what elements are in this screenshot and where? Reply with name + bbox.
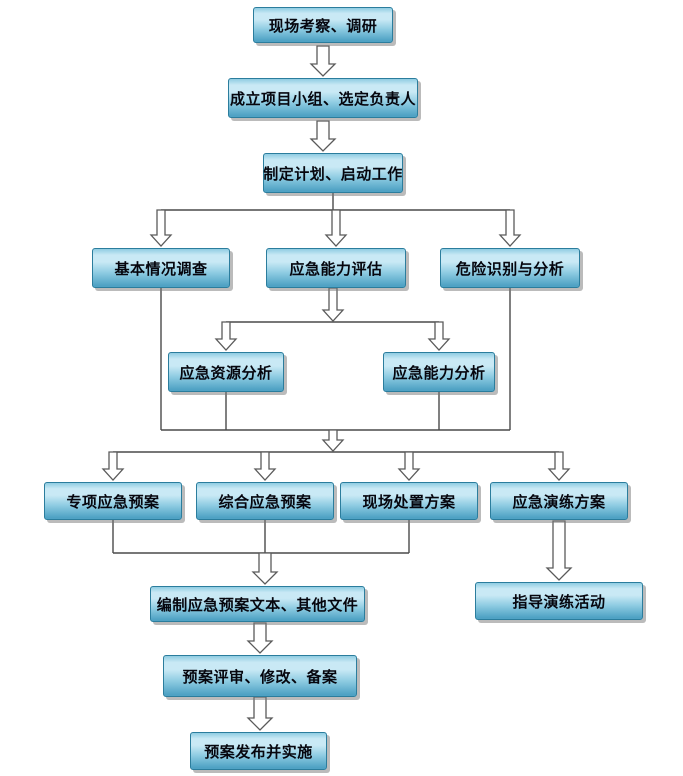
arrow-to-basic-survey — [149, 209, 173, 247]
node-capability-eval: 应急能力评估 — [266, 248, 406, 288]
arrow-to-capability-eval — [324, 209, 348, 247]
arrow-to-special-plan — [101, 451, 125, 481]
node-review: 预案评审、修改、备案 — [163, 655, 357, 697]
arrow-to-compile-docs — [251, 552, 279, 585]
arrow-converge1-to-branch3 — [321, 429, 345, 452]
arrow-drill-to-guide — [545, 520, 573, 581]
node-hazard-id: 危险识别与分析 — [440, 248, 580, 288]
node-plan: 制定计划、启动工作 — [263, 153, 403, 193]
arrow-to-resource-analysis — [214, 321, 238, 351]
arrow-eval-to-branch2 — [321, 287, 345, 322]
node-compile-docs: 编制应急预案文本、其他文件 — [150, 586, 365, 622]
node-survey: 现场考察、调研 — [253, 7, 393, 43]
node-resource-analysis: 应急资源分析 — [168, 352, 284, 392]
node-publish: 预案发布并实施 — [190, 732, 327, 770]
node-team: 成立项目小组、选定负责人 — [228, 78, 418, 118]
node-comprehensive-plan: 综合应急预案 — [196, 482, 334, 520]
arrow-to-hazard-id — [498, 209, 522, 247]
arrow-to-capability-analysis — [427, 321, 451, 351]
node-basic-survey: 基本情况调查 — [92, 248, 230, 288]
node-special-plan: 专项应急预案 — [44, 482, 182, 520]
arrow-survey-to-team — [309, 45, 337, 77]
arrow-team-to-plan — [309, 120, 337, 152]
arrow-review-to-publish — [246, 696, 274, 731]
arrow-to-onsite-plan — [397, 451, 421, 481]
node-capability-analysis: 应急能力分析 — [383, 352, 495, 392]
node-onsite-plan: 现场处置方案 — [340, 482, 478, 520]
node-guide-drill: 指导演练活动 — [475, 582, 643, 620]
node-drill-plan: 应急演练方案 — [490, 482, 628, 520]
arrow-compile-to-review — [246, 622, 274, 654]
arrow-to-comprehensive-plan — [253, 451, 277, 481]
arrow-to-drill-plan — [547, 451, 571, 481]
